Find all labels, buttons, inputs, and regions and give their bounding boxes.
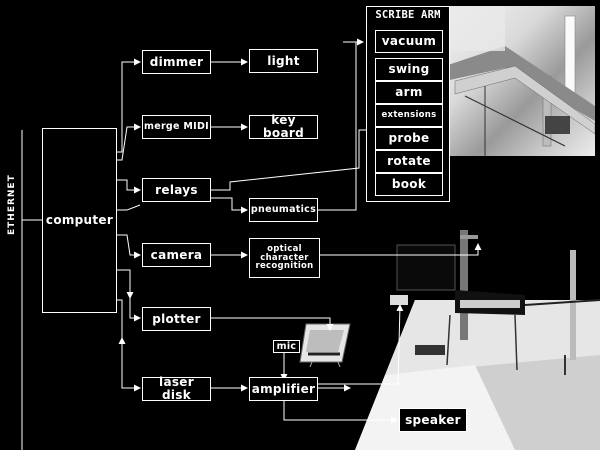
plotter-photo	[298, 322, 354, 368]
merge-midi-box: merge MIDI	[142, 115, 211, 139]
relays-box: relays	[142, 178, 211, 202]
laser-disk-box: laser disk	[142, 376, 211, 401]
keyboard-box: key board	[249, 114, 318, 139]
light-box: light	[249, 49, 318, 73]
camera-box: camera	[142, 243, 211, 267]
ocr-box: optical character recognition	[249, 238, 320, 278]
speaker-box: speaker	[399, 408, 467, 432]
scribe-swing: swing	[375, 58, 443, 81]
amplifier-box: amplifier	[249, 377, 318, 401]
plotter-box: plotter	[142, 307, 211, 331]
scribe-arm-illustration	[445, 6, 596, 156]
computer-box: computer	[42, 128, 117, 313]
ethernet-bus-label: ETHERNET	[7, 174, 17, 235]
scribe-book: book	[375, 173, 443, 196]
plotter-illustration	[299, 323, 351, 368]
scribe-vacuum: vacuum	[375, 30, 443, 53]
scribe-rotate: rotate	[375, 150, 443, 173]
scribe-arm-title: SCRIBE ARM	[375, 9, 441, 21]
dimmer-box: dimmer	[142, 50, 211, 74]
scribe-arm-photo	[445, 6, 596, 156]
scribe-arm: arm	[375, 81, 443, 104]
scribe-probe: probe	[375, 127, 443, 150]
pneumatics-box: pneumatics	[249, 198, 318, 222]
scribe-extensions: extensions	[375, 104, 443, 127]
mic-box: mic	[273, 340, 300, 353]
